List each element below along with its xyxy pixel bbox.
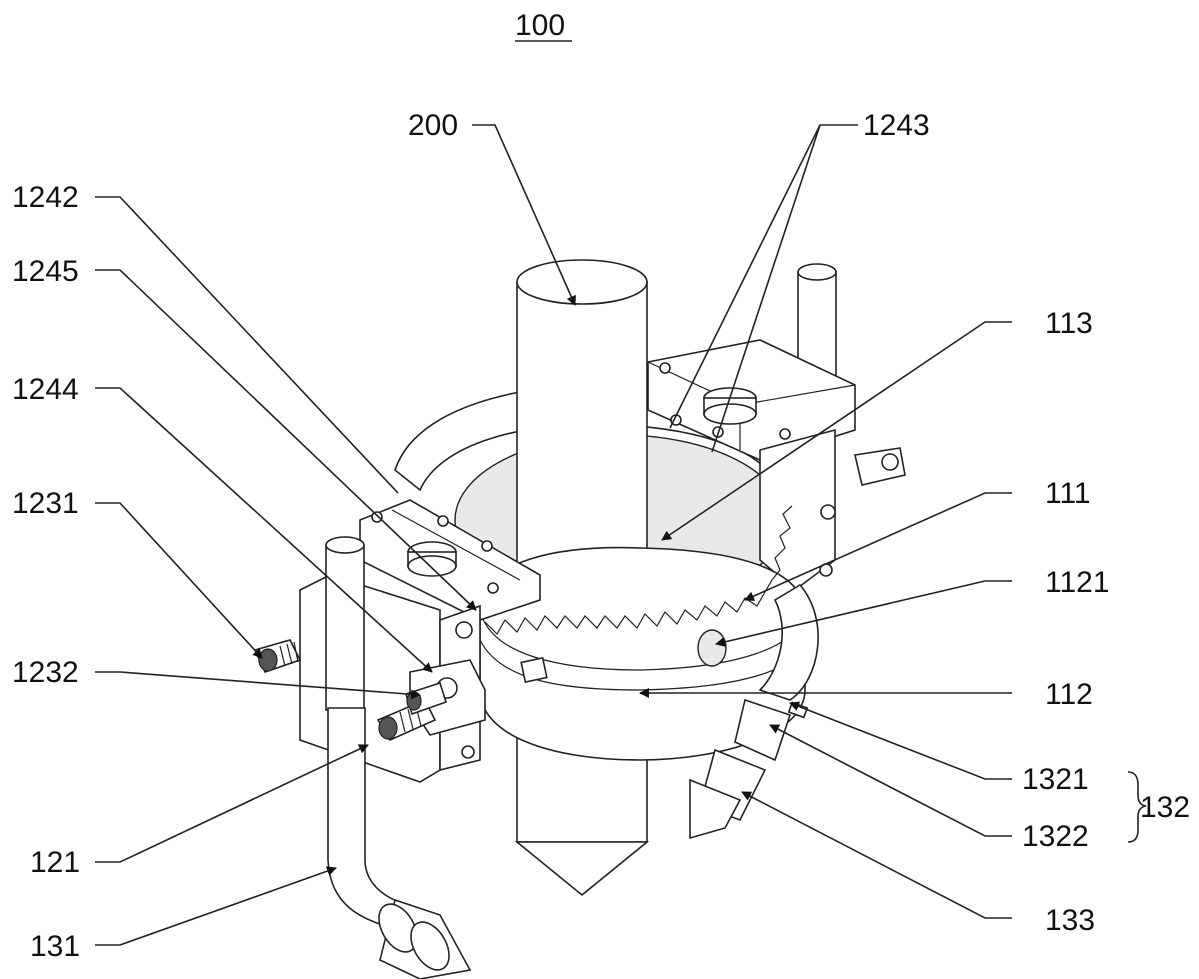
leader-lines — [95, 124, 1147, 946]
label-131: 131 — [30, 930, 80, 963]
label-1231: 1231 — [12, 487, 79, 520]
label-1121: 1121 — [1045, 566, 1110, 599]
reference-labels: 200 1243 1242 1245 113 1244 111 1231 112… — [12, 109, 1190, 963]
label-111: 111 — [1045, 477, 1091, 510]
label-1245: 1245 — [12, 255, 79, 288]
label-1322: 1322 — [1022, 820, 1089, 853]
label-1244: 1244 — [12, 373, 79, 406]
label-133: 133 — [1045, 904, 1095, 937]
label-1321: 1321 — [1022, 763, 1089, 796]
label-200: 200 — [408, 109, 458, 142]
apparatus-drawing — [253, 259, 906, 979]
label-1242: 1242 — [12, 181, 79, 214]
label-113: 113 — [1045, 307, 1093, 340]
figure-number: 100 — [515, 9, 565, 42]
label-132: 132 — [1140, 791, 1190, 824]
label-112: 112 — [1045, 678, 1093, 711]
label-121: 121 — [30, 846, 80, 879]
label-1232: 1232 — [12, 656, 79, 689]
label-1243: 1243 — [863, 109, 930, 142]
